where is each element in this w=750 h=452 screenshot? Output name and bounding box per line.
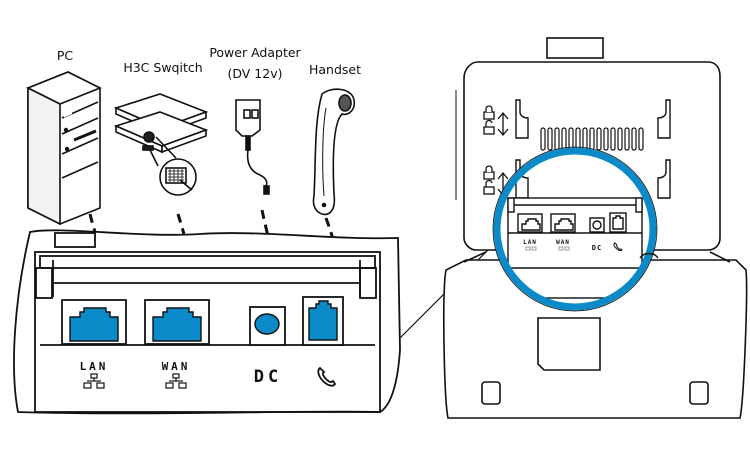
unlock-icon bbox=[483, 119, 495, 195]
label-power-adapter-voltage: (DV 12v) bbox=[227, 66, 283, 81]
port-label-wan: WAN bbox=[162, 360, 191, 373]
label-pc: PC bbox=[56, 48, 74, 63]
label-switch: H3C Swqitch bbox=[123, 60, 203, 75]
lock-icon bbox=[483, 105, 495, 180]
port-dc bbox=[249, 306, 286, 346]
label-power-adapter: Power Adapter bbox=[209, 45, 301, 60]
label-handset: Handset bbox=[308, 62, 362, 77]
detail-label-wan: WAN bbox=[556, 239, 570, 246]
network-icon bbox=[165, 373, 187, 389]
vent-slots bbox=[540, 127, 644, 151]
magnifier-ring bbox=[493, 147, 657, 311]
network-icon bbox=[525, 246, 570, 251]
detail-label-lan: LAN bbox=[523, 239, 537, 246]
pc-tower-icon bbox=[26, 71, 102, 226]
cord-clip bbox=[639, 252, 659, 259]
port-label-dc: DC bbox=[254, 367, 282, 387]
phone-handset-icon bbox=[317, 366, 337, 387]
port-wan bbox=[144, 299, 210, 345]
port-lan bbox=[61, 299, 127, 345]
cable-handset-port bbox=[324, 217, 340, 297]
port-label-lan: LAN bbox=[80, 360, 109, 373]
cable-switch-wan bbox=[176, 213, 191, 295]
magnified-port-panel: LAN WAN DC bbox=[497, 151, 653, 307]
phone-handset-icon bbox=[613, 242, 623, 252]
detail-label-dc: DC bbox=[592, 244, 602, 252]
power-adapter-icon bbox=[235, 99, 270, 195]
handset-icon bbox=[312, 88, 356, 216]
port-handset bbox=[302, 296, 344, 346]
network-switch-icon bbox=[113, 93, 209, 196]
network-icon bbox=[83, 373, 105, 389]
